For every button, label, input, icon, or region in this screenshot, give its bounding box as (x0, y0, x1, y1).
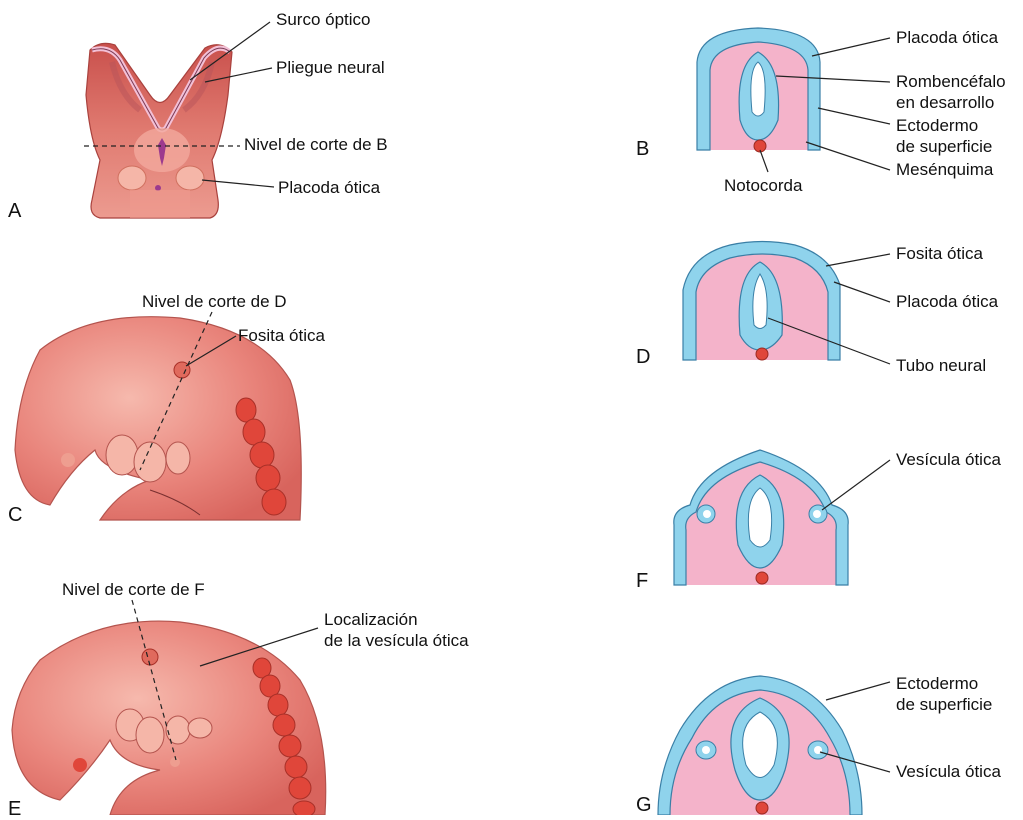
label-en-desarrollo: en desarrollo (896, 93, 994, 113)
panel-letter-a: A (8, 200, 21, 222)
label-ectodermo-b: Ectodermo (896, 116, 978, 136)
panel-letter-f: F (636, 570, 648, 592)
panel-g-section (658, 676, 862, 815)
panel-a-embryo (86, 43, 232, 218)
panel-b-section (697, 28, 820, 152)
label-pliegue-neural: Pliegue neural (276, 58, 385, 78)
panel-c-embryo (15, 317, 301, 520)
panel-letter-g: G (636, 794, 652, 816)
panel-letter-e: E (8, 798, 21, 820)
label-placoda-otica-b: Placoda ótica (896, 28, 998, 48)
label-localizacion: Localización (324, 610, 418, 630)
label-surco-optico: Surco óptico (276, 10, 371, 30)
panel-e-embryo (12, 621, 326, 815)
panel-letter-b: B (636, 138, 649, 160)
label-nivel-corte-d: Nivel de corte de D (142, 292, 287, 312)
label-tubo-neural: Tubo neural (896, 356, 986, 376)
label-de-la-vesicula-otica: de la vesícula ótica (324, 631, 469, 651)
label-ectodermo-g: Ectodermo (896, 674, 978, 694)
panel-f-leader-lines (822, 460, 890, 510)
label-nivel-corte-f: Nivel de corte de F (62, 580, 205, 600)
label-placoda-otica-d: Placoda ótica (896, 292, 998, 312)
label-mesenquima: Mesénquima (896, 160, 993, 180)
label-placoda-otica-a: Placoda ótica (278, 178, 380, 198)
label-de-superficie-b: de superficie (896, 137, 992, 157)
label-nivel-corte-b: Nivel de corte de B (244, 135, 388, 155)
panel-d-section (683, 242, 840, 361)
label-de-superficie-g: de superficie (896, 695, 992, 715)
label-notocorda: Notocorda (724, 176, 802, 196)
label-fosita-otica-c: Fosita ótica (238, 326, 325, 346)
panel-letter-c: C (8, 504, 22, 526)
label-fosita-otica-d: Fosita ótica (896, 244, 983, 264)
label-vesicula-otica-g: Vesícula ótica (896, 762, 1001, 782)
panel-letter-d: D (636, 346, 650, 368)
label-vesicula-otica-f: Vesícula ótica (896, 450, 1001, 470)
panel-f-section (674, 450, 848, 585)
label-rombencefalo: Rombencéfalo (896, 72, 1006, 92)
